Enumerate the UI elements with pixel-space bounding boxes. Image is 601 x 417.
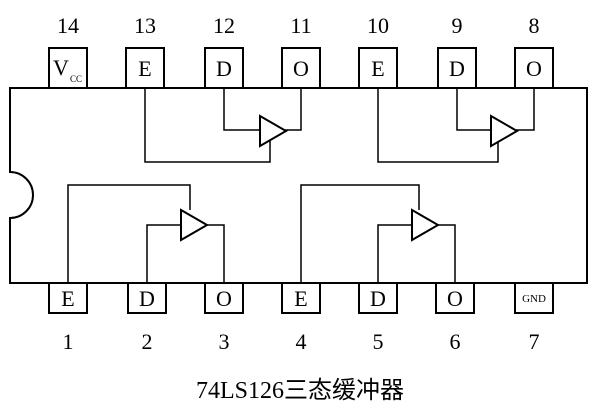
pin-2: D 2	[127, 282, 167, 354]
pin-number: 7	[529, 329, 540, 354]
enable-wire	[377, 88, 499, 163]
data-wire	[456, 88, 491, 131]
output-wire	[516, 88, 535, 131]
pin-label: O	[293, 56, 309, 81]
enable-wire	[67, 184, 191, 283]
pin-label-subscript: CC	[70, 74, 82, 84]
pin-number: 13	[134, 13, 156, 38]
pin-box	[48, 282, 88, 314]
enable-wire	[300, 184, 420, 283]
diagram-caption: 74LS126三态缓冲器	[196, 377, 404, 404]
pin-box	[358, 282, 398, 314]
pin-label: O	[447, 286, 463, 311]
pin-number: 10	[367, 13, 389, 38]
pin-box	[281, 47, 321, 89]
gate-4-wiring	[300, 184, 456, 283]
pin-10: 10 E	[358, 13, 398, 89]
pin-7: GND 7	[514, 282, 554, 354]
pin-box	[437, 47, 477, 89]
top-pins: 14 V CC 13 E 12 D 11 O 10 E 9 D	[48, 13, 554, 89]
output-wire	[438, 224, 456, 283]
data-wire	[377, 224, 412, 283]
pin-label: E	[294, 286, 307, 311]
pin-number: 6	[450, 329, 461, 354]
gate-1-wiring	[144, 88, 302, 163]
pin-number: 2	[142, 329, 153, 354]
pin-label: O	[526, 56, 542, 81]
pin-box	[48, 47, 88, 89]
pin-number: 8	[529, 13, 540, 38]
pin-box	[204, 47, 244, 89]
gate-3-wiring	[67, 184, 225, 283]
pin-label: O	[216, 286, 232, 311]
pin-box	[514, 47, 554, 89]
pin-5: D 5	[358, 282, 398, 354]
pin-box	[281, 282, 321, 314]
pin-label: GND	[522, 293, 546, 305]
pin-number: 1	[63, 329, 74, 354]
tristate-buffer-3	[180, 208, 210, 242]
pin-label: D	[449, 56, 465, 81]
tristate-buffer-1	[259, 114, 289, 148]
pin-label: E	[61, 286, 74, 311]
pin-label: E	[371, 56, 384, 81]
pin-6: O 6	[435, 282, 475, 354]
pin-number: 3	[219, 329, 230, 354]
pin-box	[514, 282, 554, 314]
pin-label: E	[138, 56, 151, 81]
pin-number: 5	[373, 329, 384, 354]
pin-label: D	[370, 286, 386, 311]
tristate-buffer-2	[490, 114, 520, 148]
pin-1: E 1	[48, 282, 88, 354]
pin-8: 8 O	[514, 13, 554, 89]
output-wire	[285, 88, 302, 131]
pin-11: 11 O	[281, 13, 321, 89]
pin-number: 4	[296, 329, 307, 354]
pin-12: 12 D	[204, 13, 244, 89]
gate-2-wiring	[377, 88, 535, 163]
data-wire	[146, 224, 181, 283]
pin-13: 13 E	[125, 13, 165, 89]
pin-box	[204, 282, 244, 314]
pin-14: 14 V CC	[48, 13, 88, 89]
pin-label: V	[53, 55, 69, 80]
pin-9: 9 D	[437, 13, 477, 89]
output-wire	[207, 224, 225, 283]
enable-wire	[144, 88, 271, 163]
tristate-buffer-4	[411, 208, 441, 242]
pin-number: 14	[57, 13, 79, 38]
pin-4: E 4	[281, 282, 321, 354]
chip-body	[9, 87, 588, 284]
pin-box	[435, 282, 475, 314]
data-wire	[223, 88, 260, 131]
pin-label: D	[216, 56, 232, 81]
pin-number: 9	[452, 13, 463, 38]
bottom-pins: E 1 D 2 O 3 E 4 D 5 O 6 GN	[48, 282, 554, 354]
pin-3: O 3	[204, 282, 244, 354]
pin-label: D	[139, 286, 155, 311]
pin-number: 11	[290, 13, 311, 38]
pin-number: 12	[213, 13, 235, 38]
